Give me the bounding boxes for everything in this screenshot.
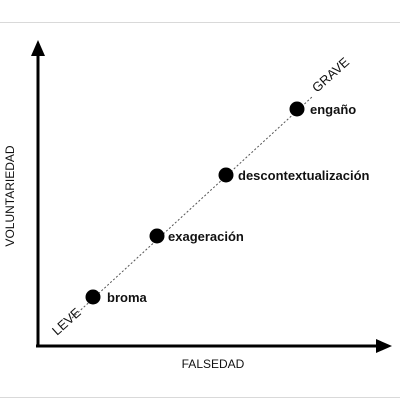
x-axis-label: FALSEDAD <box>182 357 245 371</box>
x-axis-arrow-icon <box>376 339 392 353</box>
point-marker <box>289 101 305 117</box>
point-label: exageración <box>168 229 244 244</box>
point-engano: engaño <box>289 101 356 117</box>
point-exageracion: exageración <box>149 228 244 244</box>
point-label: broma <box>107 290 148 305</box>
point-marker <box>149 228 165 244</box>
scale-high-label: GRAVE <box>309 54 352 95</box>
frame-border <box>0 22 400 398</box>
point-marker <box>85 289 101 305</box>
point-descontextualizacion: descontextualización <box>218 167 370 183</box>
y-axis-arrow-icon <box>31 40 45 56</box>
point-label: engaño <box>310 102 356 117</box>
point-label: descontextualización <box>238 168 370 183</box>
point-marker <box>218 167 234 183</box>
point-broma: broma <box>85 289 148 305</box>
y-axis-label: VOLUNTARIEDAD <box>3 145 17 246</box>
scale-low-label: LEVE <box>49 305 84 339</box>
trend-line <box>71 96 313 319</box>
